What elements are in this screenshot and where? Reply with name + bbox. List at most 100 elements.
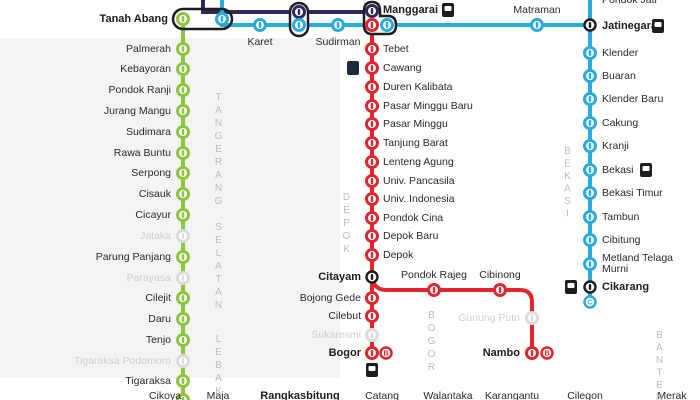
tanah-abang-interchange bbox=[171, 7, 234, 31]
station-label: Citayam bbox=[318, 271, 361, 283]
region-label-tangerang-selatan: TANGERANG SELATAN bbox=[213, 92, 224, 313]
station-code-mark bbox=[588, 190, 592, 196]
station-code-mark bbox=[370, 84, 374, 90]
station-label: Cilejit bbox=[145, 292, 171, 304]
station-code-mark bbox=[297, 9, 301, 15]
station-label: Cisauk bbox=[139, 188, 172, 200]
station-label: Metland Telaga bbox=[602, 252, 673, 264]
station-label: Tigaraksa Podomoro bbox=[74, 355, 171, 367]
station-code-mark bbox=[297, 22, 301, 28]
station-label: Jatinegara bbox=[602, 20, 658, 32]
station-label: Bekasi bbox=[602, 164, 634, 176]
station-code-mark bbox=[370, 233, 374, 239]
station-label: Jataka bbox=[140, 230, 171, 242]
station-label: Buaran bbox=[602, 70, 636, 82]
station-label: Parung Panjang bbox=[96, 251, 171, 263]
station-label: Karet bbox=[247, 36, 272, 48]
station-label: Tenjo bbox=[146, 334, 171, 346]
station-label: Pasar Minggu bbox=[383, 118, 448, 130]
station-label: Palmerah bbox=[126, 43, 171, 55]
station-label: Cikarang bbox=[602, 281, 649, 293]
station-label: Tanjung Barat bbox=[383, 137, 448, 149]
station-code-mark bbox=[370, 350, 374, 356]
train-window bbox=[654, 22, 662, 27]
badge-letter: C bbox=[587, 299, 592, 306]
station-code-mark bbox=[181, 275, 185, 281]
station-label: Gunung Putri bbox=[458, 312, 520, 324]
station-code-mark bbox=[530, 350, 534, 356]
station-code-mark bbox=[181, 316, 185, 322]
train-window bbox=[567, 283, 575, 288]
station-label: Bogor bbox=[329, 347, 362, 359]
bottom-station-label: Catang bbox=[365, 390, 399, 400]
station-code-mark bbox=[370, 46, 374, 52]
region-label-bekasi: BEKASI bbox=[562, 146, 573, 221]
station-label: Murni bbox=[602, 263, 628, 275]
station-code-mark bbox=[181, 378, 185, 384]
station-code-mark bbox=[370, 274, 374, 280]
station-label: Rawa Buntu bbox=[114, 147, 171, 159]
station-code-mark bbox=[370, 22, 374, 28]
station-code-mark bbox=[588, 261, 592, 267]
station-code-mark bbox=[588, 237, 592, 243]
station-code-mark bbox=[370, 159, 374, 165]
station-label: Univ. Pancasila bbox=[383, 175, 455, 187]
station-code-mark bbox=[181, 254, 185, 260]
station-code-mark bbox=[370, 295, 374, 301]
station-code-mark bbox=[181, 191, 185, 197]
station-label: Tebet bbox=[383, 43, 409, 55]
bottom-station-label: Cikoya bbox=[149, 390, 181, 400]
bottom-station-label: Maja bbox=[207, 390, 230, 400]
station-code-mark bbox=[370, 332, 374, 338]
station-code-mark bbox=[535, 22, 539, 28]
station-code-mark bbox=[588, 143, 592, 149]
station-label: Pasar Minggu Baru bbox=[383, 100, 473, 112]
station-label: Sukaresmi bbox=[311, 329, 361, 341]
station-code-mark bbox=[181, 212, 185, 218]
station-code-mark bbox=[588, 22, 592, 28]
region-label-lebak: LEBAK bbox=[213, 334, 224, 399]
station-label: Pondok Jati bbox=[602, 0, 657, 6]
region-label-banten: BANTEN bbox=[654, 330, 665, 400]
station-label: Cakung bbox=[602, 117, 638, 129]
bottom-station-label: Rangkasbitung bbox=[260, 390, 339, 400]
station-code-mark bbox=[498, 287, 502, 293]
station-label: Parayasa bbox=[127, 272, 172, 284]
line-badge bbox=[583, 295, 597, 309]
station-label: Cicayur bbox=[135, 209, 171, 221]
station-code-mark bbox=[588, 73, 592, 79]
station-code-mark bbox=[370, 178, 374, 184]
station-label: Jurang Mangu bbox=[104, 105, 171, 117]
station-code-mark bbox=[588, 284, 592, 290]
station-label: Klender Baru bbox=[602, 93, 663, 105]
station-label: Tanah Abang bbox=[100, 13, 168, 25]
station-label: Tigaraksa bbox=[125, 375, 171, 387]
bottom-station-label: Karangantu bbox=[485, 390, 539, 400]
station-code-mark bbox=[370, 65, 374, 71]
station-code-mark bbox=[370, 313, 374, 319]
station-label: Daru bbox=[148, 313, 171, 325]
bottom-station-label: Walantaka bbox=[423, 390, 472, 400]
station-label: Cilebut bbox=[328, 310, 361, 322]
station-code-mark bbox=[181, 46, 185, 52]
station-label: Tambun bbox=[602, 211, 640, 223]
train-window bbox=[642, 166, 650, 171]
bus-icon bbox=[347, 61, 359, 75]
station-label: Nambo bbox=[483, 347, 521, 359]
station-label: Matraman bbox=[513, 4, 560, 16]
station-label: Pondok Rajeg bbox=[401, 269, 467, 281]
station-label: Bekasi Timur bbox=[602, 187, 663, 199]
station-code-mark bbox=[181, 108, 185, 114]
station-code-mark bbox=[181, 233, 185, 239]
train-window bbox=[444, 6, 452, 11]
station-code-mark bbox=[336, 22, 340, 28]
station-code-mark bbox=[370, 103, 374, 109]
station-code-mark bbox=[588, 120, 592, 126]
station-label: Univ. Indonesia bbox=[383, 193, 455, 205]
station-code-mark bbox=[370, 121, 374, 127]
region-shade bbox=[0, 38, 340, 378]
station-code-mark bbox=[370, 196, 374, 202]
station-label: Cibitung bbox=[602, 234, 641, 246]
station-label: Duren Kalibata bbox=[383, 81, 453, 93]
